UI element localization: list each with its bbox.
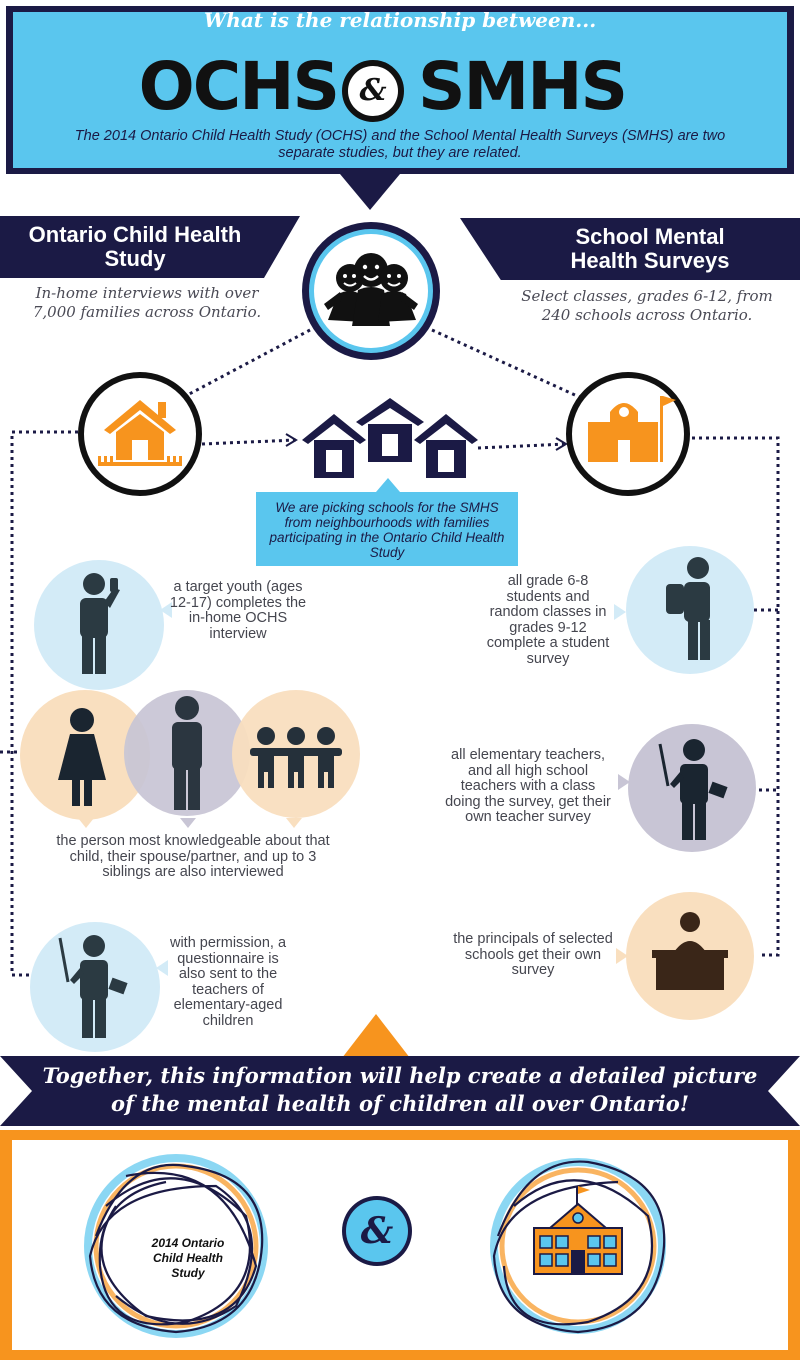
smhs-teacher-circle [628, 724, 756, 852]
orange-triangle [342, 1014, 410, 1058]
smhs-students-text: all grade 6-8 students and random classe… [486, 573, 610, 667]
bottom-ampersand-badge: & [342, 1196, 412, 1266]
together-banner [0, 1056, 800, 1126]
smhs-subtitle: Select classes, grades 6-12, from 240 sc… [521, 287, 773, 324]
father-circle [124, 690, 250, 816]
title-ampersand: & [348, 66, 398, 116]
siblings-circle [232, 690, 360, 818]
principal-notch [616, 948, 628, 964]
title-ampersand-badge: & [342, 60, 404, 122]
man-icon [172, 696, 202, 810]
ochs-teacher-circle [30, 922, 160, 1052]
smhs-banner: School Mental Health Surveys [460, 218, 800, 280]
students-notch [614, 604, 626, 620]
home-circle [78, 372, 202, 496]
principal-desk-icon [652, 912, 728, 990]
ochs-teachers-text: with permission, a questionnaire is also… [169, 935, 287, 1029]
title-smhs: SMHS [418, 48, 628, 125]
family-notches [78, 818, 302, 828]
children-circle [302, 222, 440, 360]
header-description: The 2014 Ontario Child Health Study (OCH… [74, 128, 726, 161]
youth-phone-icon [80, 573, 120, 674]
ochs-banner: Ontario Child Health Study [0, 216, 300, 278]
selection-callout: We are picking schools for the SMHS from… [256, 492, 518, 566]
school-logo-icon [490, 1158, 666, 1334]
student-circle [626, 546, 754, 674]
youth-circle [34, 560, 164, 690]
smhs-banner-title: School Mental Health Surveys [570, 224, 730, 273]
header-pointer [340, 174, 400, 210]
teacher-pointer-icon [658, 739, 728, 840]
ochs-teacher-notch [156, 960, 168, 976]
ochs-logo-label: 2014 Ontario Child Health Study [151, 1236, 225, 1280]
teacher-pointer-icon [58, 935, 128, 1038]
house-icon [98, 400, 182, 466]
ochs-youth-text: a target youth (ages 12-17) completes th… [169, 579, 307, 642]
student-backpack-icon [666, 557, 710, 660]
youth-notch [160, 602, 172, 618]
ochs-banner-title: Ontario Child Health Study [28, 222, 242, 271]
ochs-family-text: the person most knowledgeable about that… [56, 833, 330, 880]
woman-icon [58, 708, 106, 806]
together-message: Together, this information will help cre… [42, 1063, 758, 1116]
bottom-ampersand: & [346, 1200, 408, 1262]
principal-circle [626, 892, 754, 1020]
smhs-teachers-text: all elementary teachers, and all high sc… [445, 747, 611, 825]
school-circle [566, 372, 690, 496]
connector-lines [0, 328, 780, 977]
children-icon [324, 253, 418, 326]
callout-arrow [376, 478, 400, 492]
smhs-principals-text: the principals of selected schools get t… [453, 931, 613, 978]
neighbourhood-icon [302, 398, 478, 478]
siblings-icon [250, 727, 342, 788]
smhs-teacher-notch [618, 774, 630, 790]
school-icon [588, 396, 676, 462]
header-kicker: What is the relationship between... [203, 8, 597, 32]
ochs-logo-icon [84, 1154, 268, 1338]
title-ochs: OCHS [138, 48, 340, 125]
ochs-subtitle: In-home interviews with over 7,000 famil… [32, 284, 262, 321]
